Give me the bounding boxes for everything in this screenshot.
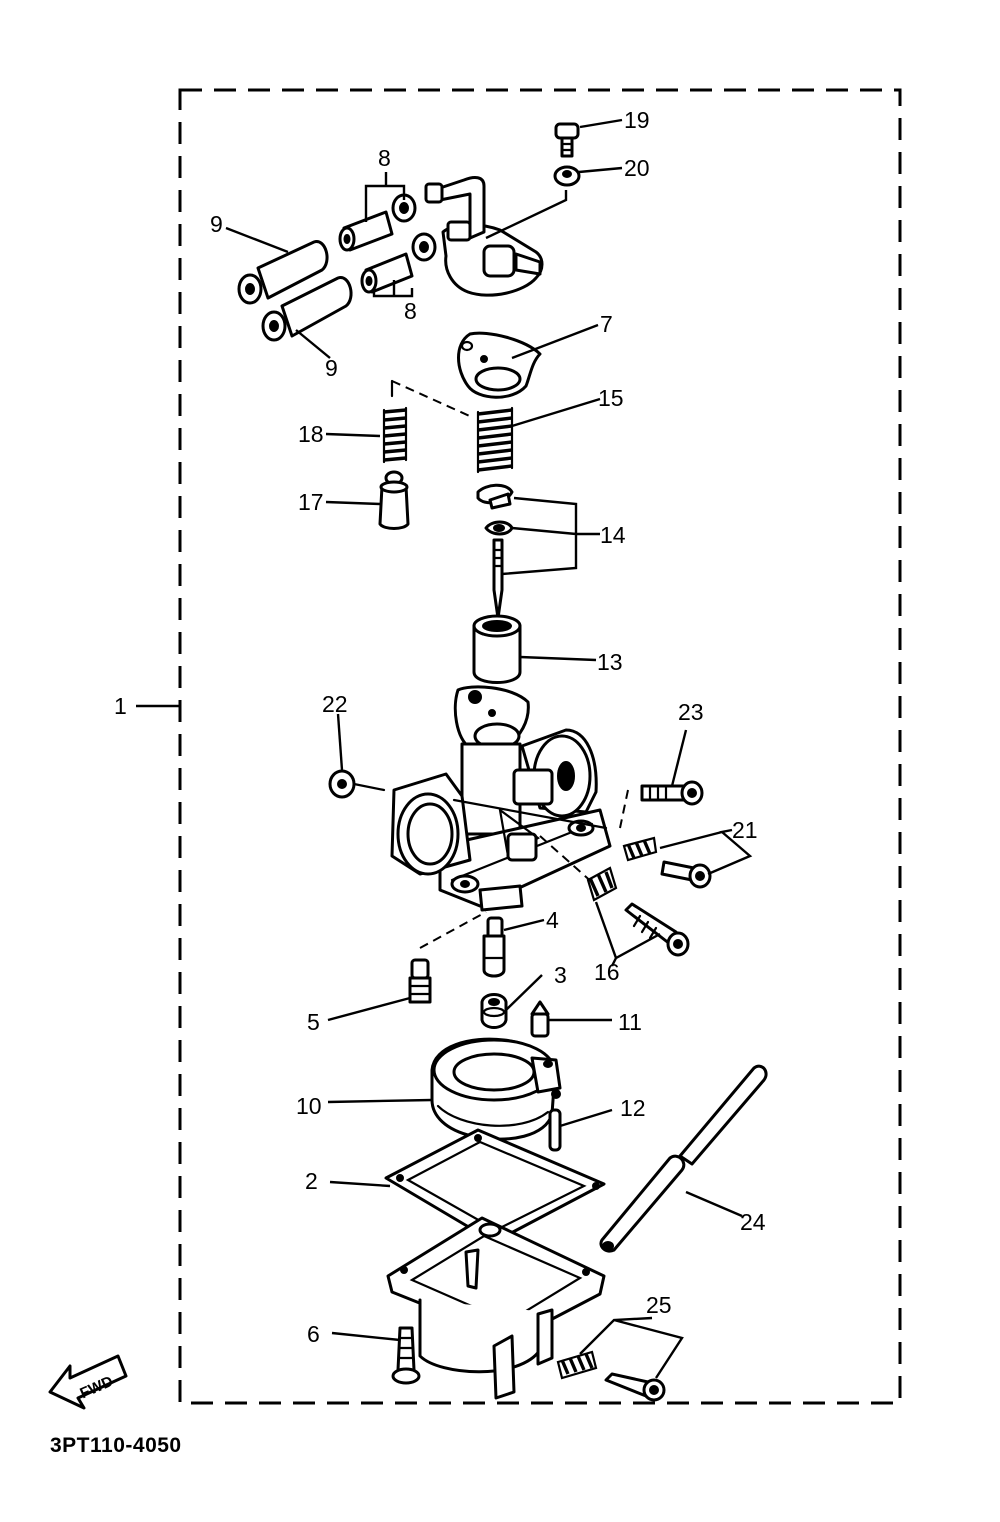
callout-8-lower: 8: [404, 298, 417, 324]
part-18-spring: [382, 406, 408, 464]
part-19-screw: [554, 122, 580, 158]
callout-9-lower: 9: [325, 355, 338, 381]
leader-lines: [136, 118, 753, 1379]
callout-19: 19: [624, 107, 650, 133]
callout-14: 14: [600, 522, 626, 548]
part-4-needle-jet: [482, 916, 506, 978]
callout-6: 6: [307, 1321, 320, 1347]
part-14-clip: [484, 520, 514, 536]
carburetor-body: [390, 685, 612, 912]
assembly-dash-5: [419, 911, 487, 949]
callout-2: 2: [305, 1168, 318, 1194]
part-14-needle-retainer: [476, 483, 514, 510]
part-16-pilot-screw: [624, 902, 690, 957]
callout-24: 24: [740, 1209, 766, 1235]
part-15-throttle-spring: [476, 406, 514, 474]
callout-20: 20: [624, 155, 650, 181]
part-21-screw: [660, 860, 712, 889]
part-5-pilot-jet: [408, 958, 432, 1004]
fwd-direction-arrow: FWD: [48, 1354, 128, 1410]
top-cap-elbow: [424, 176, 544, 297]
callout-9-upper: 9: [210, 211, 223, 237]
callout-18: 18: [298, 421, 324, 447]
callout-7: 7: [600, 311, 613, 337]
part-9-cap-lower: [261, 276, 353, 342]
part-9-cap-upper: [237, 240, 329, 305]
part-21-spring: [622, 836, 658, 862]
callout-5: 5: [307, 1009, 320, 1035]
part-25-spring: [556, 1350, 598, 1380]
part-25-drain-screw: [604, 1372, 666, 1402]
assembly-frame: [178, 88, 902, 1405]
part-20-washer: [553, 165, 581, 187]
callout-16: 16: [594, 959, 620, 985]
drawing-code: 3PT110-4050: [50, 1434, 182, 1457]
callout-11: 11: [618, 1009, 642, 1035]
assembly-dash-18: [391, 380, 475, 419]
part-8-adjuster-lower: [360, 232, 437, 294]
callout-12: 12: [620, 1095, 646, 1121]
part-8-adjuster-upper: [338, 193, 417, 252]
callout-labels: 19 20 8 8 9 9 7 15 18 17 14 13 1 22 23 2…: [114, 107, 766, 1347]
part-7-cap-gasket: [457, 331, 542, 399]
part-13-throttle-valve: [472, 614, 522, 684]
part-23-screw: [640, 780, 704, 806]
part-6-screw: [391, 1326, 421, 1385]
callout-1: 1: [114, 693, 127, 719]
callout-15: 15: [598, 385, 624, 411]
callout-17: 17: [298, 489, 324, 515]
callout-8-upper: 8: [378, 145, 391, 171]
assembly-dash-23: [619, 789, 629, 829]
part-10-float: [430, 1037, 562, 1141]
part-22-nut: [328, 769, 386, 799]
assembly-dash-16: [539, 835, 595, 885]
callout-21: 21: [732, 817, 758, 843]
part-11-float-valve: [530, 1000, 550, 1038]
callout-10: 10: [296, 1093, 322, 1119]
part-16-spring: [586, 866, 618, 902]
callout-13: 13: [597, 649, 623, 675]
part-12-float-pin: [548, 1108, 562, 1152]
callout-22: 22: [322, 691, 348, 717]
callout-23: 23: [678, 699, 704, 725]
callout-25: 25: [646, 1292, 672, 1318]
float-bowl: [386, 1216, 606, 1400]
part-14-jet-needle: [492, 538, 504, 620]
callout-3: 3: [554, 962, 567, 988]
part-3-main-jet: [480, 993, 508, 1029]
callout-4: 4: [546, 907, 559, 933]
part-24-overflow-hose: [599, 1064, 768, 1253]
part-17-plunger: [378, 470, 410, 530]
